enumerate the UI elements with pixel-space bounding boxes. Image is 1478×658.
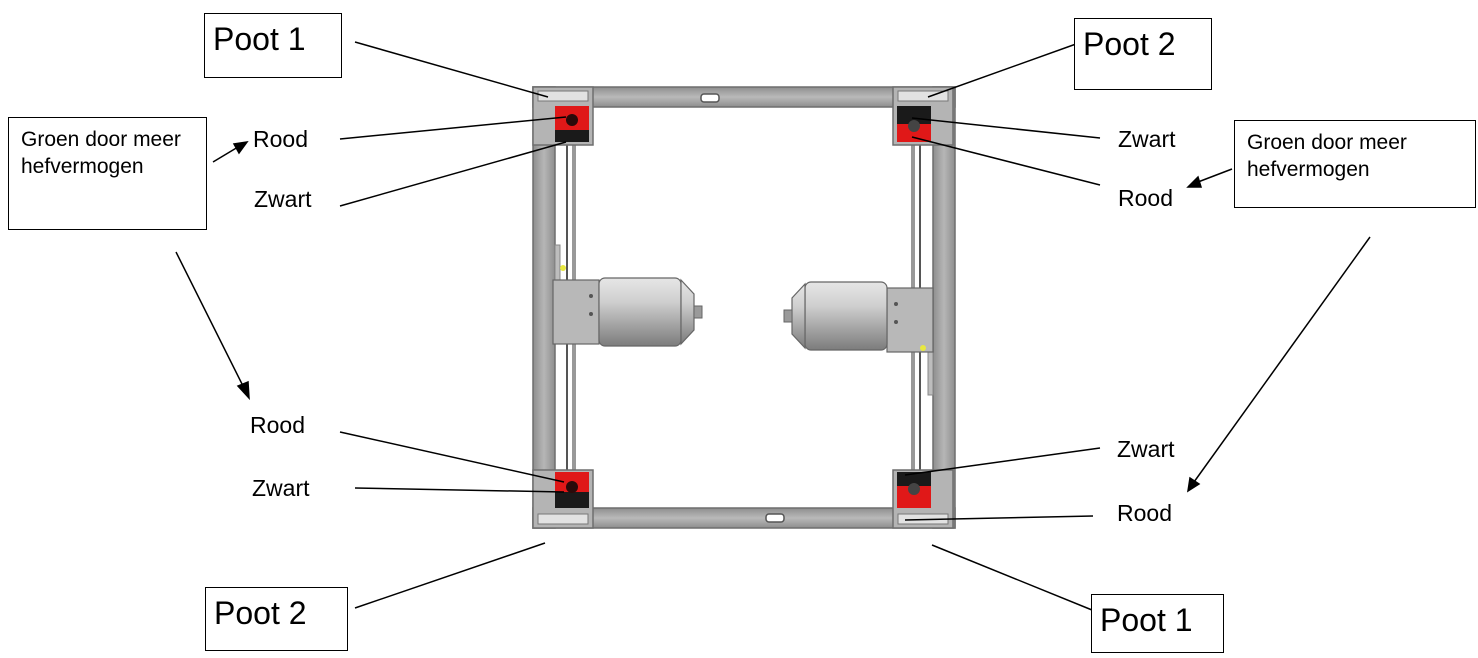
- right-bar: [932, 86, 956, 529]
- left-bar: [532, 86, 556, 529]
- arrows: [175, 140, 1371, 493]
- rood-label-bottom-right: Rood: [1117, 500, 1172, 526]
- yellow-marker: [920, 345, 926, 351]
- rood-block: [897, 124, 931, 142]
- poot-2-bottom-label: Poot 2: [205, 587, 348, 651]
- corner-bottom-left: [532, 469, 594, 529]
- top-bar: [532, 86, 956, 108]
- rood-label-top-left: Rood: [253, 126, 308, 152]
- poot-2-top-label: Poot 2: [1074, 18, 1212, 90]
- zwart-label-top-right: Zwart: [1118, 126, 1176, 152]
- rood-block: [897, 486, 931, 508]
- rood-label-bottom-left: Rood: [250, 412, 305, 438]
- bottom-bar: [532, 507, 956, 529]
- motor-right: [783, 281, 934, 353]
- rood-label-top-right: Rood: [1118, 185, 1173, 211]
- yellow-marker: [560, 265, 566, 271]
- poot-1-bottom-label: Poot 1: [1091, 594, 1224, 653]
- corner-top-left: [532, 86, 594, 146]
- frame: [532, 86, 956, 529]
- groen-note-right: Groen door meer hefvermogen: [1234, 120, 1476, 208]
- poot-1-top-label: Poot 1: [204, 13, 342, 78]
- leader-lines: [339, 41, 1101, 611]
- motor-left: [552, 265, 703, 347]
- corner-top-right: [892, 86, 954, 146]
- zwart-label-top-left: Zwart: [254, 186, 312, 212]
- top-slot: [700, 93, 720, 103]
- zwart-label-bottom-left: Zwart: [252, 475, 310, 501]
- groen-note-left: Groen door meer hefvermogen: [8, 117, 207, 230]
- bottom-slot: [765, 513, 785, 523]
- zwart-label-bottom-right: Zwart: [1117, 436, 1175, 462]
